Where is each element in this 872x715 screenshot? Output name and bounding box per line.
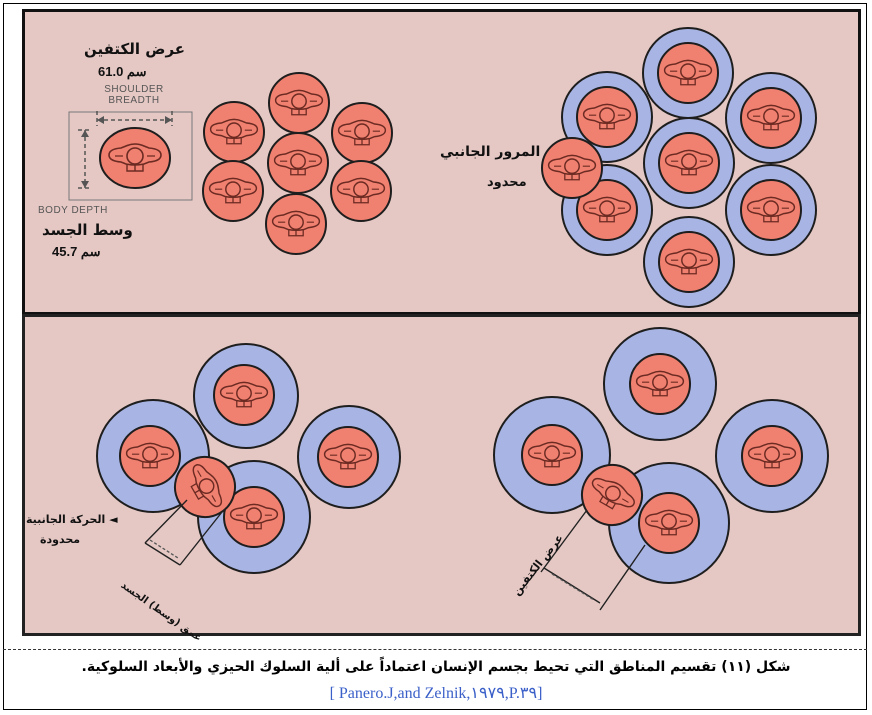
side-movement-sub: محدودة <box>40 533 81 546</box>
side-passage-label: المرور الجانبي <box>440 144 541 160</box>
body-depth-arabic: وسط الجسد <box>42 221 133 239</box>
zone-group-right <box>493 327 829 611</box>
body-cluster <box>203 73 392 254</box>
body-depth-english: BODY DEPTH <box>38 205 108 216</box>
figure-source: [ Panero.J,and Zelnik,١٩٧٩,P.٣٩] <box>329 685 543 702</box>
figure-frame <box>3 3 867 710</box>
side-passage-sub: محدود <box>487 175 527 190</box>
figure-caption: شكل (١١) تقسيم المناطق التي تحيط بجسم ال… <box>81 659 791 675</box>
caption-divider <box>3 649 867 650</box>
body-depth-value: 45.7 سم <box>52 244 101 259</box>
shoulder-breadth-arabic: عرض الكتفين <box>84 40 186 58</box>
shoulder-breadth-english: SHOULDER BREADTH <box>104 84 164 106</box>
zone-group-left <box>96 343 401 574</box>
zone-cluster <box>542 27 817 308</box>
measured-person <box>68 111 193 201</box>
shoulder-breadth-value: 61.0 سم <box>98 64 147 79</box>
side-movement-label: ◄ الحركة الجانبية <box>26 513 118 526</box>
